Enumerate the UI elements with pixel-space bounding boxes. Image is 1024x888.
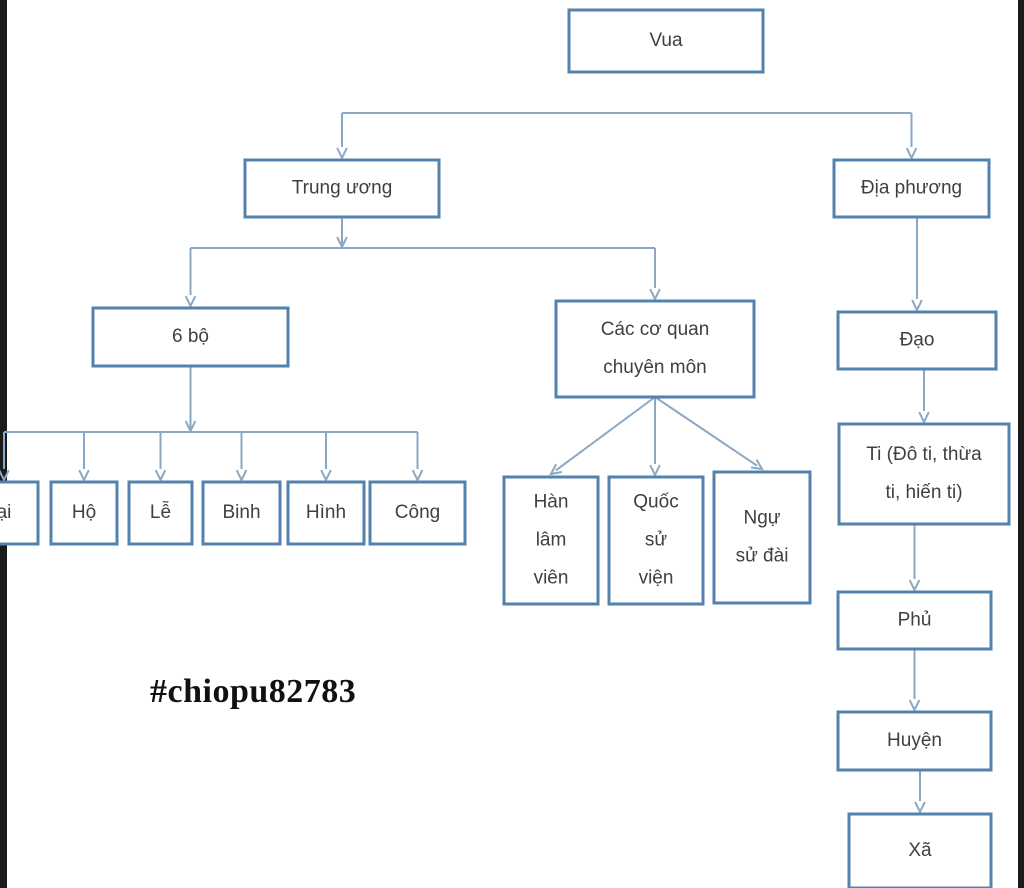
node-quocsuvien[interactable]: Quốc sử viện bbox=[609, 477, 703, 604]
node-label-ngusudai: sử đài bbox=[736, 546, 789, 567]
arrow-head bbox=[650, 289, 660, 299]
arrow-head bbox=[915, 802, 925, 812]
node-label-cong: Công bbox=[395, 502, 440, 523]
arrow-head bbox=[907, 148, 917, 158]
connector-saubo-to-ministries bbox=[0, 432, 422, 480]
node-huyen[interactable]: Huyện bbox=[838, 712, 991, 770]
node-cong[interactable]: Công bbox=[370, 482, 465, 544]
node-box-ti[interactable] bbox=[839, 424, 1009, 524]
node-hanlamvien[interactable]: Hàn lâm viên bbox=[504, 477, 598, 604]
arrow-head bbox=[321, 470, 331, 480]
node-le[interactable]: Lễ bbox=[129, 482, 192, 544]
arrow-head bbox=[0, 470, 9, 480]
node-label-le: Lễ bbox=[150, 501, 171, 523]
arrow-head bbox=[237, 470, 247, 480]
node-label-trunguong: Trung ương bbox=[292, 178, 393, 199]
node-box-ngusudai[interactable] bbox=[714, 472, 810, 603]
node-ti[interactable]: Ti (Đô ti, thừa ti, hiến ti) bbox=[839, 424, 1009, 524]
node-label-coquan: Các cơ quan bbox=[601, 319, 710, 340]
connector-dao-to-ti bbox=[919, 369, 929, 422]
connector-diaphuong-to-dao bbox=[912, 217, 922, 310]
arrow-head bbox=[337, 148, 347, 158]
connector-line bbox=[655, 397, 757, 466]
node-label-ngusudai: Ngự bbox=[743, 508, 780, 529]
arrow-head bbox=[79, 470, 89, 480]
node-label-quocsuvien: Quốc bbox=[633, 492, 678, 513]
node-label-ti: ti, hiến ti) bbox=[885, 482, 962, 503]
node-label-coquan: chuyên môn bbox=[603, 357, 707, 378]
arrow-head bbox=[910, 700, 920, 710]
connectors-layer bbox=[0, 113, 929, 812]
node-diaphuong[interactable]: Địa phương bbox=[834, 160, 989, 217]
node-label-ho: Hộ bbox=[72, 502, 96, 523]
node-label-huyen: Huyện bbox=[887, 730, 942, 751]
arrow-head bbox=[186, 296, 196, 306]
node-label-lai: ại bbox=[0, 502, 11, 523]
connector-phu-to-huyen bbox=[910, 649, 920, 710]
node-box-coquan[interactable] bbox=[556, 301, 754, 397]
node-ho[interactable]: Hộ bbox=[51, 482, 117, 544]
node-label-diaphuong: Địa phương bbox=[861, 178, 962, 199]
connector-vua-to-level2-bus bbox=[337, 113, 916, 158]
watermark-label: #chiopu82783 bbox=[150, 673, 356, 710]
node-label-xa: Xã bbox=[908, 840, 932, 861]
node-phu[interactable]: Phủ bbox=[838, 592, 991, 649]
node-label-hanlamvien: Hàn bbox=[534, 492, 569, 513]
arrow-head bbox=[650, 465, 660, 475]
arrow-head bbox=[156, 470, 166, 480]
connector-huyen-to-xa bbox=[915, 770, 925, 812]
connector-coquan-to-hanlamvien bbox=[551, 397, 655, 474]
connector-line bbox=[556, 397, 655, 470]
connector-trunguong-stub bbox=[337, 217, 347, 247]
node-lai[interactable]: ại bbox=[0, 482, 38, 544]
node-label-hanlamvien: lâm bbox=[536, 530, 567, 551]
connector-saubo-stub bbox=[186, 366, 196, 431]
node-ngusudai[interactable]: Ngự sử đài bbox=[714, 472, 810, 603]
node-label-vua: Vua bbox=[649, 30, 683, 51]
arrow-head bbox=[413, 470, 423, 480]
node-label-dao: Đạo bbox=[900, 330, 935, 351]
node-xa[interactable]: Xã bbox=[849, 814, 991, 888]
node-hinh[interactable]: Hình bbox=[288, 482, 364, 544]
node-label-hinh: Hình bbox=[306, 502, 346, 523]
node-label-quocsuvien: viện bbox=[639, 568, 674, 589]
connector-coquan-to-ngusudai bbox=[655, 397, 762, 469]
node-trunguong[interactable]: Trung ương bbox=[245, 160, 439, 217]
arrow-head bbox=[910, 580, 920, 590]
node-label-binh: Binh bbox=[222, 502, 260, 523]
node-coquan[interactable]: Các cơ quan chuyên môn bbox=[556, 301, 754, 397]
arrow-head bbox=[912, 300, 922, 310]
connector-coquan-to-quocsuvien bbox=[650, 397, 660, 475]
nodes-layer: VuaTrung ương Địa phương 6 bộ Các cơ quan ch… bbox=[0, 10, 1009, 888]
node-label-sau-bo: 6 bộ bbox=[172, 326, 209, 347]
connector-trunguong-to-children bbox=[186, 248, 660, 306]
node-label-quocsuvien: sử bbox=[645, 530, 668, 551]
node-dao[interactable]: Đạo bbox=[838, 312, 996, 369]
arrow-head bbox=[919, 412, 929, 422]
connector-ti-to-phu bbox=[910, 524, 920, 590]
node-label-hanlamvien: viên bbox=[534, 568, 569, 589]
node-binh[interactable]: Binh bbox=[203, 482, 280, 544]
node-label-ti: Ti (Đô ti, thừa bbox=[866, 444, 982, 465]
node-sau-bo[interactable]: 6 bộ bbox=[93, 308, 288, 366]
node-label-phu: Phủ bbox=[898, 610, 932, 631]
node-vua[interactable]: Vua bbox=[569, 10, 763, 72]
